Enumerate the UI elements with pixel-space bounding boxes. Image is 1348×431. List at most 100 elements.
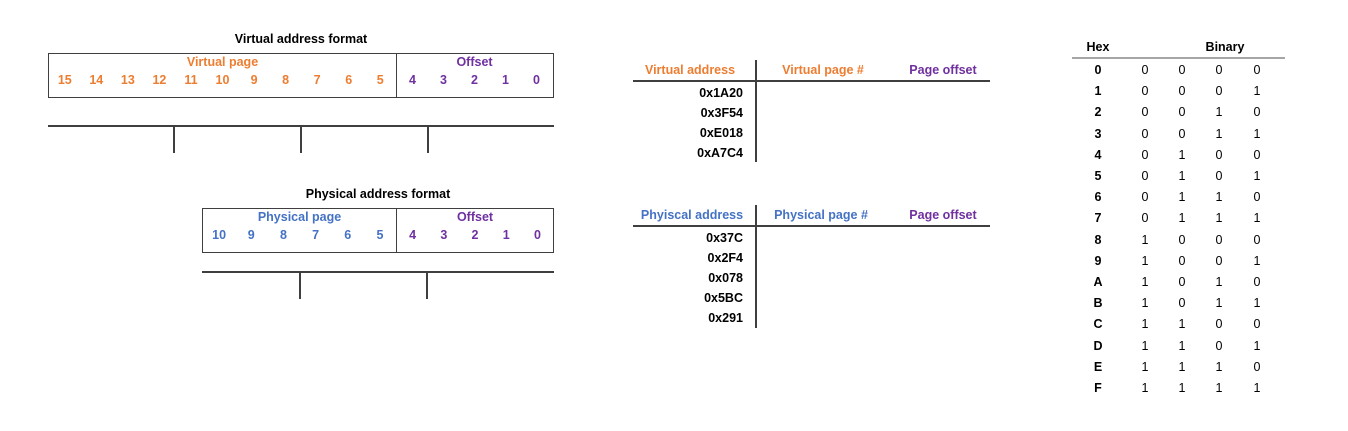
physical-page-bit: 10 (212, 228, 227, 242)
hex-table-row-bit: 1 (1141, 338, 1149, 353)
physical-table-header-page: Physical page # (774, 208, 868, 222)
hex-table-row-bit: 0 (1215, 317, 1223, 332)
table-row-address: 0x5BC (704, 291, 743, 305)
hex-table-row-bit: 0 (1178, 296, 1186, 311)
physical-offset-bit: 2 (471, 228, 479, 242)
virtual-format-title-text: Virtual address format (234, 32, 368, 46)
hex-table-header-binary: Binary (1205, 40, 1245, 54)
hex-table-row-hex: 3 (1094, 126, 1102, 141)
hex-table-row-bit: 1 (1215, 126, 1223, 141)
table-row-address: 0x2F4 (707, 251, 743, 265)
hex-table-row-bit: 1 (1178, 381, 1186, 395)
hex-table-row-bit: 0 (1253, 317, 1261, 332)
hex-table-row-bit: 1 (1215, 359, 1223, 374)
hex-table-row-hex: 2 (1094, 105, 1102, 120)
virtual-address-table: Virtual address Virtual page # Page offs… (633, 60, 993, 170)
hex-table-row-bit: 1 (1141, 275, 1149, 289)
hex-table-row-hex: E (1093, 359, 1103, 374)
hex-table-row-bit: 1 (1178, 338, 1186, 353)
hex-table-row-bit: 0 (1141, 169, 1149, 183)
hex-table-row-bit: 1 (1215, 105, 1223, 120)
physical-table-header-rule (633, 225, 990, 227)
table-row-address: 0x078 (708, 271, 743, 285)
virtual-offset-bit: 4 (409, 73, 416, 87)
hex-table-row-bit: 0 (1178, 253, 1186, 268)
physical-page-bit: 9 (247, 228, 255, 242)
hex-table-row-hex: C (1093, 317, 1103, 332)
virtual-table-header-page: Virtual page # (782, 63, 864, 77)
hex-table-row-bit: 0 (1215, 232, 1223, 247)
hex-table-row-bit: 1 (1253, 126, 1261, 141)
physical-offset-bit: 3 (440, 228, 448, 242)
virtual-offset-bit: 3 (440, 73, 447, 87)
physical-table-header-address: Phyiscal address (640, 208, 744, 222)
virtual-table-header-row: Virtual address Virtual page # Page offs… (633, 60, 993, 80)
hex-table-header-rule (1072, 57, 1285, 59)
hex-table-row-bit: 1 (1178, 359, 1186, 374)
hex-table-row-bit: 0 (1141, 126, 1149, 141)
hex-table-header-hex: Hex (1086, 40, 1110, 54)
hex-table-row-hex: 5 (1094, 169, 1102, 183)
hex-table-row-hex: 7 (1094, 211, 1102, 226)
hex-table-row-bit: 0 (1178, 105, 1186, 120)
virtual-page-bit: 15 (57, 73, 72, 87)
hex-table-row-bit: 0 (1215, 84, 1223, 99)
virtual-offset-bit: 1 (502, 73, 509, 87)
virtual-page-label: Virtual page (186, 55, 259, 69)
virtual-page-bit: 10 (215, 73, 230, 87)
physical-table-header-row: Phyiscal address Physical page # Page of… (633, 205, 993, 225)
hex-table-row-bit: 0 (1215, 147, 1223, 162)
hex-table-row-bit: 1 (1253, 381, 1261, 395)
hex-table-row-hex: 6 (1094, 190, 1102, 205)
hex-table-row-bit: 1 (1178, 190, 1186, 205)
physical-table-column-divider (755, 205, 757, 328)
physical-page-bit: 6 (344, 228, 352, 242)
hex-table-row-hex: B (1093, 296, 1103, 311)
virtual-page-bit: 7 (313, 73, 321, 87)
hex-table-row-hex: 1 (1094, 84, 1102, 99)
hex-table-row-bit: 1 (1141, 359, 1149, 374)
hex-table-row-bit: 1 (1141, 381, 1149, 395)
hex-table-row-bit: 1 (1215, 381, 1223, 395)
virtual-table-column-divider (755, 60, 757, 162)
physical-table-header-offset: Page offset (909, 208, 977, 222)
hex-table-row-bit: 0 (1253, 147, 1261, 162)
hex-table-row-hex: F (1094, 381, 1102, 395)
hex-table-row-bit: 1 (1178, 317, 1186, 332)
hex-table-row-bit: 0 (1141, 84, 1149, 99)
hex-table-row-bit: 1 (1215, 296, 1223, 311)
hex-table-row-bit: 1 (1215, 211, 1223, 226)
hex-table-row-bit: 0 (1215, 253, 1223, 268)
hex-table-row-hex: A (1093, 275, 1103, 289)
hex-table-row-bit: 0 (1178, 63, 1186, 77)
ruler-baseline (202, 271, 554, 274)
physical-page-bit: 8 (279, 228, 287, 242)
hex-table-row-hex: 9 (1094, 253, 1102, 268)
virtual-offset-bit: 0 (533, 73, 540, 87)
hex-table-row-bit: 0 (1141, 190, 1149, 205)
hex-table-row-bit: 1 (1253, 338, 1261, 353)
hex-table-row-hex: 4 (1094, 147, 1102, 162)
table-row-address: 0xA7C4 (697, 146, 743, 160)
hex-table-row-bit: 0 (1141, 211, 1149, 226)
table-row-address: 0x37C (706, 231, 743, 245)
hex-table-row-bit: 0 (1215, 169, 1223, 183)
virtual-page-bit: 6 (345, 73, 353, 87)
virtual-page-bit: 5 (376, 73, 384, 87)
hex-table-row-bit: 0 (1141, 63, 1149, 77)
hex-table-row-bit: 1 (1253, 169, 1261, 183)
hex-table-row-bit: 0 (1253, 63, 1261, 77)
hex-table-row-bit: 0 (1253, 190, 1261, 205)
virtual-page-bit: 9 (250, 73, 258, 87)
physical-page-bit: 7 (312, 228, 320, 242)
hex-table-row-bit: 1 (1141, 232, 1149, 247)
hex-table-row-bit: 1 (1178, 169, 1186, 183)
hex-table-row-bit: 0 (1178, 84, 1186, 99)
